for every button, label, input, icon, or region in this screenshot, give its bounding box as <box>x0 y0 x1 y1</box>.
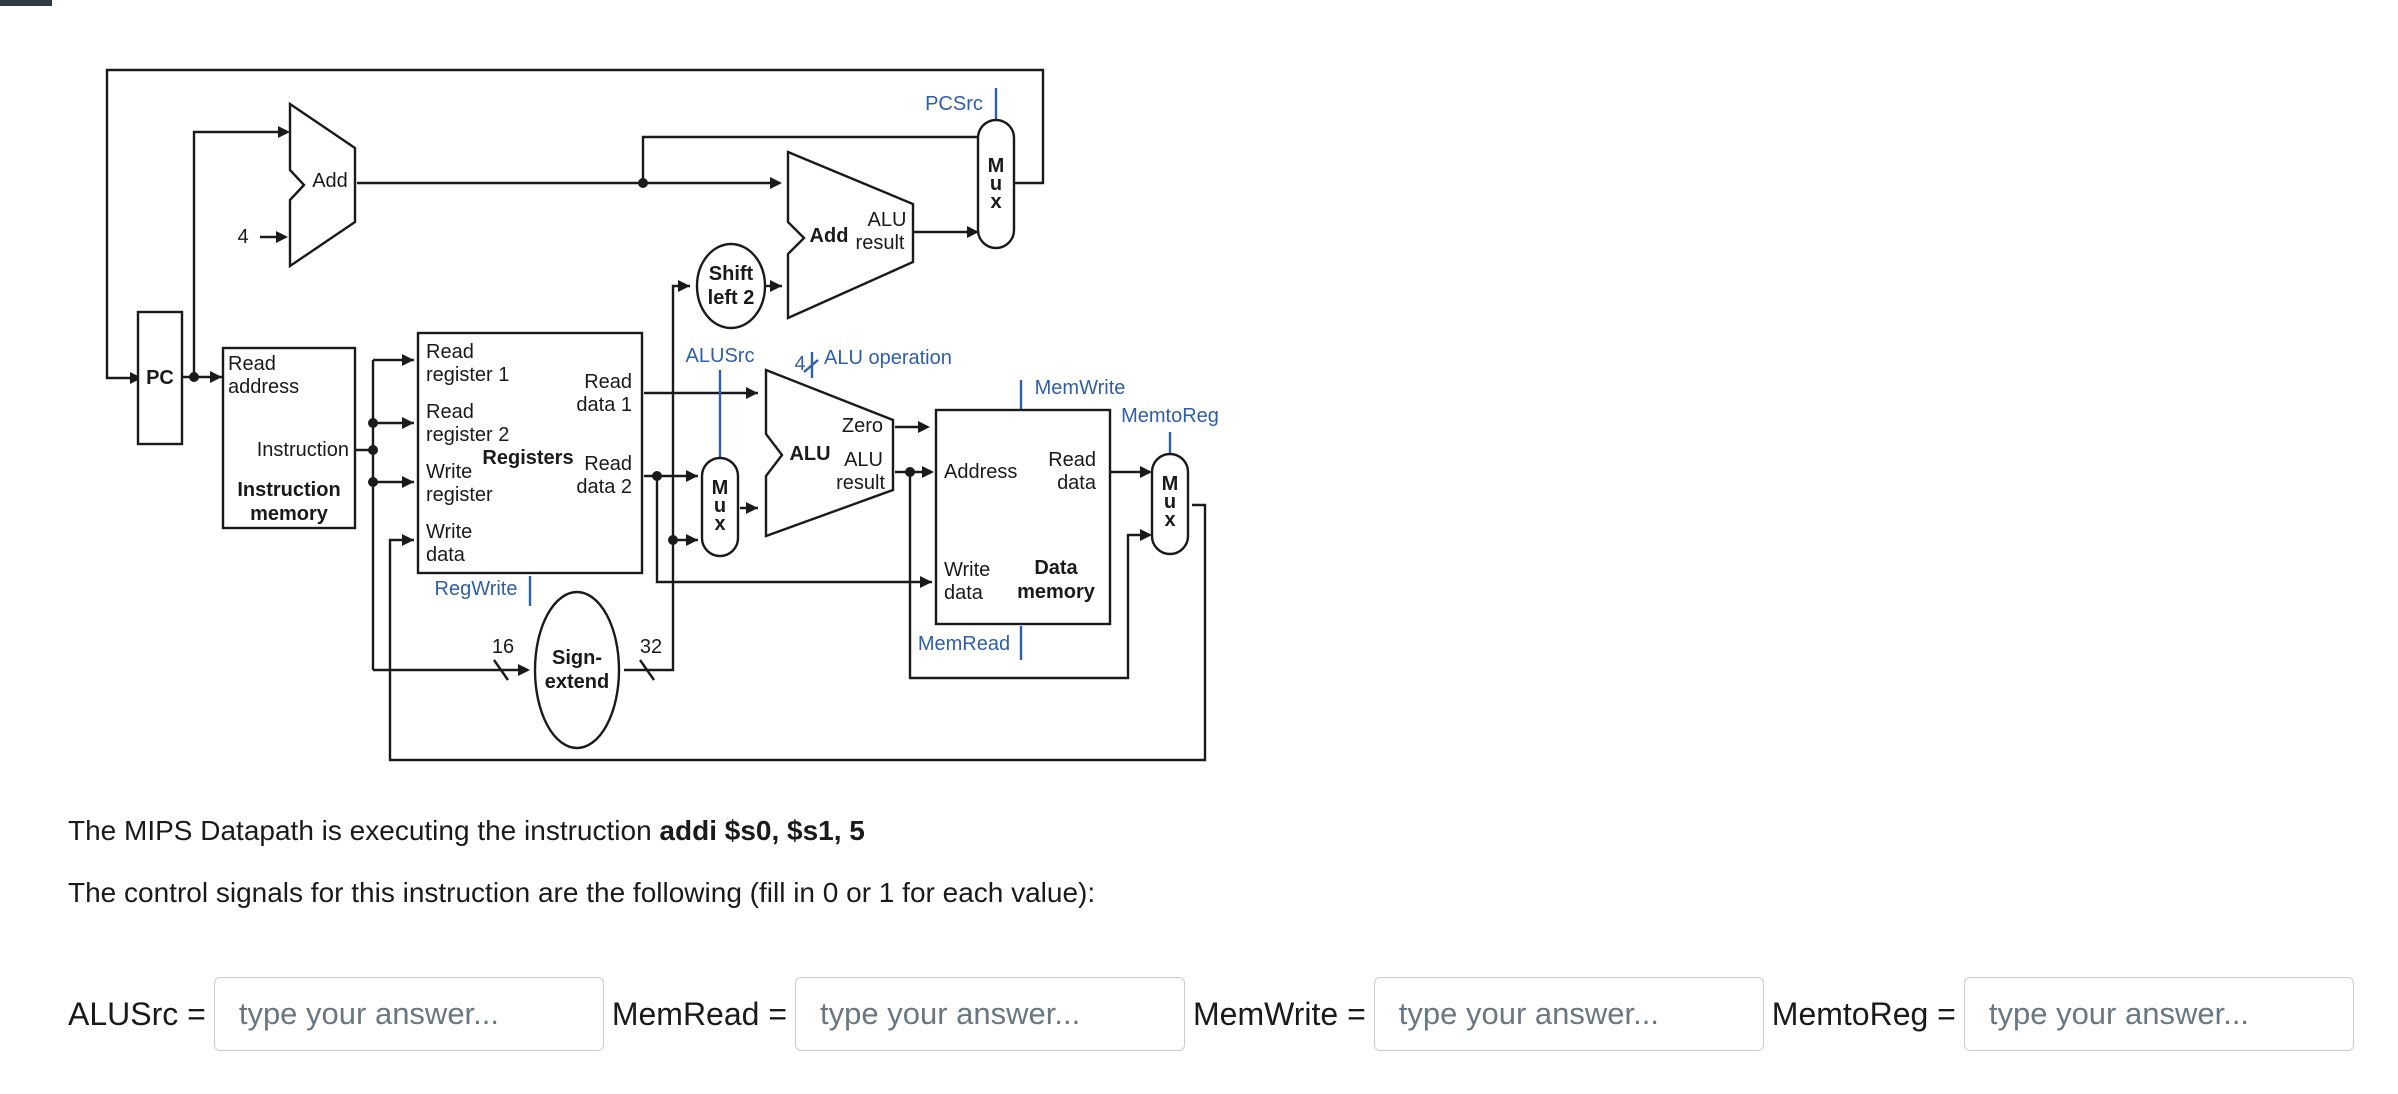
dmem-read-1: Read <box>1048 449 1096 471</box>
reg-rd2-1: Read <box>584 453 632 475</box>
alusrc-answer-label: ALUSrc = <box>68 995 206 1032</box>
question-instruction-line: The MIPS Datapath is executing the instr… <box>68 815 865 847</box>
sign-label-2: extend <box>545 671 609 693</box>
alu-title: ALU <box>789 443 830 465</box>
branch-adder <box>786 150 915 320</box>
regwrite-label: RegWrite <box>435 578 518 600</box>
alusrc-mux-x: x <box>714 513 725 535</box>
corner-mark <box>0 0 52 6</box>
alu-zero-label: Zero <box>842 415 883 437</box>
junction-dots <box>189 178 915 545</box>
pcsrc-mux-u: u <box>990 173 1002 195</box>
dmem-write-1: Write <box>944 559 990 581</box>
alusrc-answer-input[interactable] <box>213 977 604 1051</box>
reg-rr2-2: register 2 <box>426 424 509 446</box>
main-alu <box>764 368 895 538</box>
reg-wd-1: Write <box>426 521 472 543</box>
dmem-title-2: memory <box>1017 581 1096 603</box>
width-16-tick <box>493 659 509 681</box>
mips-datapath-diagram: PC Add 4 Add ALU result Shift left 2 M u… <box>105 68 1219 762</box>
alu-bypass-wire <box>908 472 1150 680</box>
shift-left-2 <box>695 242 767 330</box>
arrow-heads <box>130 126 1152 676</box>
alusrc-mux-m: M <box>712 477 729 499</box>
memread-answer-input[interactable] <box>795 977 1186 1051</box>
register-file <box>416 331 644 575</box>
instruction-memory <box>221 346 357 530</box>
alusrc-label: ALUSrc <box>686 345 755 367</box>
alu-res-label-1: ALU <box>844 449 883 471</box>
alu-res-label-2: result <box>836 472 885 494</box>
memtoreg-mux-u: u <box>1164 491 1176 513</box>
shift-label-1: Shift <box>709 263 754 285</box>
pc-label: PC <box>146 367 174 389</box>
pc4-to-branch-add-wire <box>641 135 984 183</box>
pc-adder <box>288 101 357 269</box>
alusrc-mux <box>700 456 740 558</box>
shift-label-2: left 2 <box>708 287 755 309</box>
alu-operation-label: ALU operation <box>824 347 952 369</box>
rd2-to-dmem-wire <box>655 476 932 584</box>
reg-rd2-2: data 2 <box>576 476 632 498</box>
branch-result-label: result <box>856 232 905 254</box>
reg-wr-1: Write <box>426 461 472 483</box>
memtoreg-mux-m: M <box>1162 473 1179 495</box>
alusrc-mux-u: u <box>714 495 726 517</box>
memwrite-answer-label: MemWrite = <box>1193 995 1366 1032</box>
branch-adder-label: Add <box>810 225 849 247</box>
pc-to-add-wire <box>192 130 282 377</box>
writeback-wire <box>388 503 1207 762</box>
reg-rr1-2: register 1 <box>426 364 509 386</box>
reg-title: Registers <box>482 447 573 469</box>
imem-read-label-2: address <box>228 376 299 398</box>
pc-adder-label: Add <box>312 170 348 192</box>
sign-extend <box>533 590 621 750</box>
question-instruction: addi $s0, $s1, 5 <box>659 815 865 846</box>
dmem-address-label: Address <box>944 461 1017 483</box>
answer-row: ALUSrc = MemRead = MemWrite = MemtoReg = <box>68 976 2362 1052</box>
imem-read-label-1: Read <box>228 353 276 375</box>
reg-wr-2: register <box>426 484 493 506</box>
memtoreg-answer-input[interactable] <box>1963 977 2354 1051</box>
dmem-read-2: data <box>1057 472 1097 494</box>
pc-register <box>136 310 184 446</box>
dmem-write-2: data <box>944 582 984 604</box>
question-signals-line: The control signals for this instruction… <box>68 877 1096 908</box>
dmem-title-1: Data <box>1034 557 1078 579</box>
alu-op-width: 4 <box>794 353 805 375</box>
reg-wd-2: data <box>426 544 466 566</box>
reg-rd1-2: data 1 <box>576 394 632 416</box>
data-memory <box>934 408 1112 626</box>
memwrite-label: MemWrite <box>1035 377 1126 399</box>
memtoreg-mux-x: x <box>1164 509 1175 531</box>
pcsrc-mux <box>976 118 1016 250</box>
memread-answer-label: MemRead = <box>611 995 788 1032</box>
reg-rd1-1: Read <box>584 371 632 393</box>
pc-feedback-wire <box>105 68 1045 380</box>
width-32-label: 32 <box>640 636 662 658</box>
memwrite-answer-input[interactable] <box>1373 977 1764 1051</box>
branch-alu-label: ALU <box>868 209 907 231</box>
memtoreg-mux <box>1150 452 1190 556</box>
sign-label-1: Sign- <box>552 647 602 669</box>
reg-rr1-1: Read <box>426 341 474 363</box>
imem-title-2: memory <box>250 503 329 525</box>
aluop-tick <box>803 359 819 373</box>
pcsrc-mux-x: x <box>990 191 1001 213</box>
memtoreg-label: MemtoReg <box>1121 405 1219 427</box>
width-16-label: 16 <box>492 636 514 658</box>
pcsrc-label: PCSrc <box>925 93 983 115</box>
imem-instruction-label: Instruction <box>257 439 349 461</box>
width-32-tick <box>639 659 655 681</box>
memtoreg-answer-label: MemtoReg = <box>1771 995 1956 1032</box>
pcsrc-mux-m: M <box>988 155 1005 177</box>
memread-label: MemRead <box>918 633 1010 655</box>
const-4-label: 4 <box>237 226 248 248</box>
question-prefix: The MIPS Datapath is executing the instr… <box>68 815 660 846</box>
reg-rr2-1: Read <box>426 401 474 423</box>
imem-title-1: Instruction <box>237 479 340 501</box>
